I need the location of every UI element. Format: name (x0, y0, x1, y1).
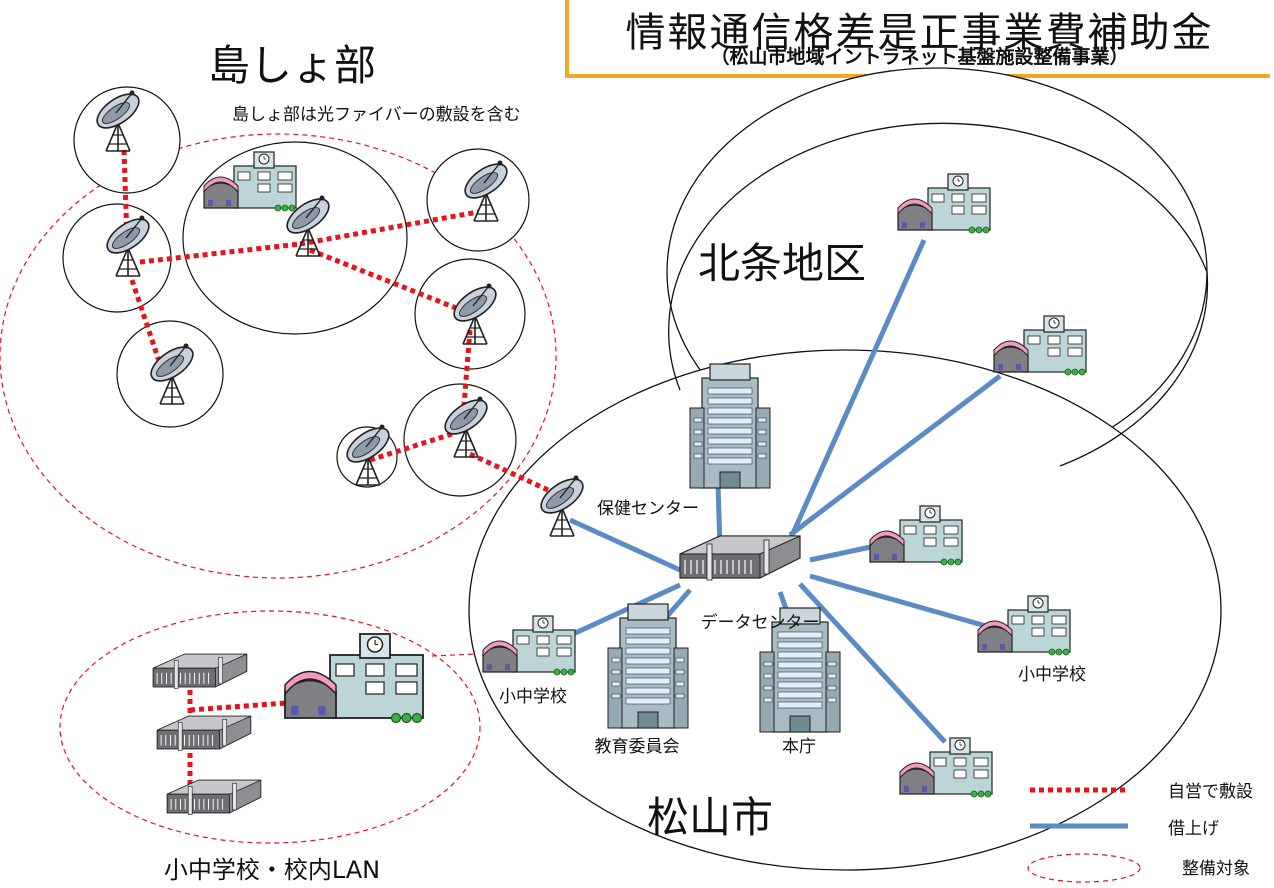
islands-target-outline (0, 133, 557, 579)
hojo-district-arc (668, 122, 1209, 467)
legend: 自営で敷設 借上げ 整備対象 (1027, 782, 1253, 883)
legend-target-label: 整備対象 (1182, 859, 1250, 879)
label-school-left: 小中学校 (499, 687, 567, 707)
legend-own-label: 自営で敷設 (1168, 782, 1253, 802)
label-school-right: 小中学校 (1018, 665, 1086, 685)
label-health-center: 保健センター (597, 499, 699, 519)
legend-target-swatch (1027, 853, 1141, 883)
school-lan-building (152, 653, 248, 689)
region-label-islands: 島しょ部 (208, 41, 376, 90)
label-city-hall: 本庁 (782, 737, 816, 757)
island-circles (62, 86, 530, 497)
school-lan-target-outline (59, 610, 481, 844)
region-label-hojo: 北条地区 (698, 239, 866, 288)
school-lan-building (166, 779, 262, 815)
label-education-board: 教育委員会 (595, 737, 680, 757)
diagram-title: 情報通信格差是正事業費補助金 (625, 10, 1214, 56)
school-lan-building (156, 715, 252, 751)
region-label-school-lan: 小中学校・校内LAN (164, 856, 380, 884)
education-board-building (607, 603, 689, 729)
matsuyama-city-circle (468, 349, 1222, 871)
islands-note: 島しょ部は光ファイバーの敷設を含む (232, 105, 521, 125)
label-data-center: データセンター (701, 612, 820, 633)
region-label-matsuyama: 松山市 (647, 793, 773, 842)
diagram-subtitle: （松山市地域イントラネット基盤施設整備事業） (710, 46, 1129, 68)
legend-leased-label: 借上げ (1168, 819, 1219, 839)
health-center-building (689, 363, 771, 489)
school-icon-large (284, 633, 424, 724)
